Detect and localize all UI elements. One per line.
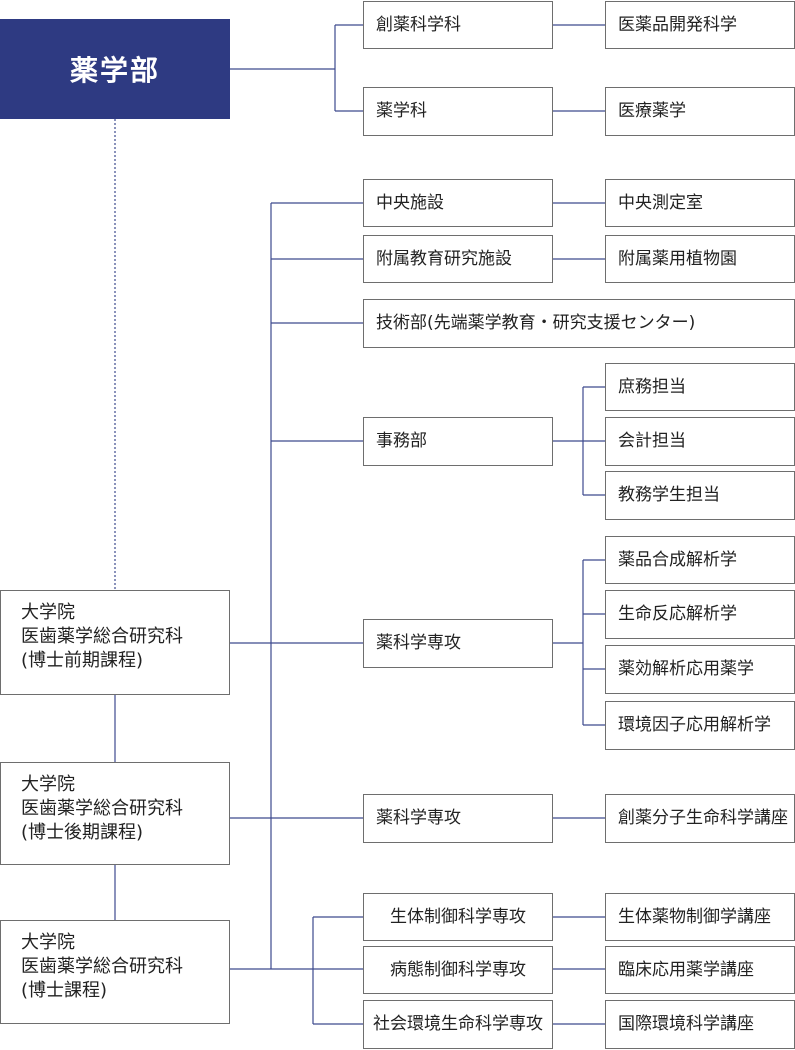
grad-doctor-major: 薬科学専攻	[363, 794, 553, 843]
grad-master-major: 薬科学専攻	[363, 619, 553, 668]
dept-yakugaku: 薬学科	[363, 87, 553, 136]
grad-doctor-sub: 創薬分子生命科学講座	[605, 794, 795, 843]
office-sub-kaikei: 会計担当	[605, 417, 795, 466]
facility-chuou: 中央施設	[363, 179, 553, 227]
grad-master-line2: 医歯薬学総合研究科	[21, 626, 183, 647]
grad-master-box: 大学院 医歯薬学総合研究科 (博士前期課程)	[0, 590, 230, 695]
facility-fuzoku-sub: 附属薬用植物園	[605, 235, 795, 283]
grad-master-line3: (博士前期課程)	[21, 650, 144, 671]
dept-souyaku: 創薬科学科	[363, 1, 553, 49]
grad-phd-line2: 医歯薬学総合研究科	[21, 956, 183, 977]
office-box: 事務部	[363, 417, 553, 466]
grad-phd-line3: (博士課程)	[21, 980, 108, 1001]
grad-doctor-line1: 大学院	[21, 774, 75, 795]
grad-master-line1: 大学院	[21, 602, 75, 623]
office-sub-kyomu: 教務学生担当	[605, 471, 795, 520]
office-sub-shomu: 庶務担当	[605, 363, 795, 411]
grad-phd-major-2: 病態制御科学専攻	[363, 946, 553, 994]
facility-gijutsu: 技術部(先端薬学教育・研究支援センター)	[363, 299, 795, 348]
facility-fuzoku: 附属教育研究施設	[363, 235, 553, 283]
grad-doctor-line2: 医歯薬学総合研究科	[21, 798, 183, 819]
grad-master-sub-3: 薬効解析応用薬学	[605, 645, 795, 694]
grad-phd-major-1: 生体制御科学専攻	[363, 893, 553, 941]
grad-master-sub-4: 環境因子応用解析学	[605, 701, 795, 750]
grad-phd-major-3: 社会環境生命科学専攻	[363, 1000, 553, 1049]
facility-chuou-sub: 中央測定室	[605, 179, 795, 227]
dept-iyakuhin: 医薬品開発科学	[605, 1, 795, 49]
grad-master-sub-1: 薬品合成解析学	[605, 536, 795, 584]
grad-phd-sub-1: 生体薬物制御学講座	[605, 893, 795, 941]
faculty-box: 薬学部	[0, 19, 230, 119]
dept-iryou: 医療薬学	[605, 87, 795, 136]
grad-doctor-box: 大学院 医歯薬学総合研究科 (博士後期課程)	[0, 762, 230, 865]
grad-phd-sub-2: 臨床応用薬学講座	[605, 946, 795, 994]
grad-doctor-line3: (博士後期課程)	[21, 822, 144, 843]
grad-phd-line1: 大学院	[21, 932, 75, 953]
grad-phd-sub-3: 国際環境科学講座	[605, 1000, 795, 1049]
grad-master-sub-2: 生命反応解析学	[605, 590, 795, 639]
grad-phd-box: 大学院 医歯薬学総合研究科 (博士課程)	[0, 920, 230, 1024]
